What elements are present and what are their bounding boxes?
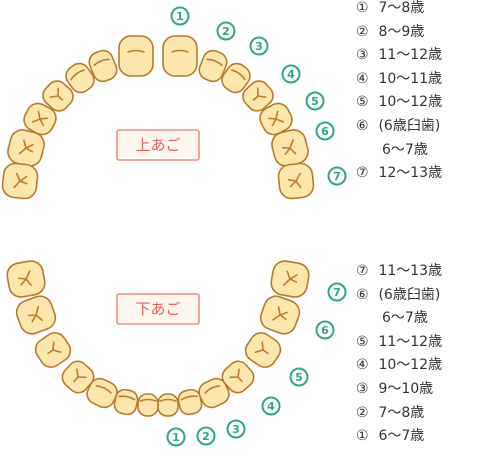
legend-upper-4: ④ 10〜11歳 <box>356 70 443 87</box>
upper-tooth-1-right <box>162 35 198 77</box>
upper-tooth-5-right <box>259 102 293 136</box>
svg-text:7: 7 <box>333 170 341 183</box>
upper-tooth-4-left <box>42 80 74 112</box>
legend-upper-2: ② 8〜9歳 <box>356 23 425 40</box>
legend-lower-5: ⑤ 11〜12歳 <box>356 333 443 350</box>
lower-tooth-1-right <box>157 393 179 417</box>
upper-tooth-2-left <box>88 49 118 83</box>
upper-tooth-number-5: 5 <box>305 91 325 111</box>
legend-upper-6-age: 6〜7歳 <box>382 141 428 158</box>
lower-tooth-5-right <box>244 332 282 368</box>
svg-text:5: 5 <box>295 371 303 384</box>
lower-tooth-7-right <box>270 260 310 298</box>
svg-text:7: 7 <box>333 286 341 299</box>
lower-tooth-3-right <box>198 377 230 409</box>
lower-tooth-number-4: 4 <box>261 396 281 416</box>
svg-text:5: 5 <box>311 95 319 108</box>
upper-teeth-arch <box>1 35 315 200</box>
upper-tooth-number-3: 3 <box>249 36 269 56</box>
legend-lower-1: ① 6〜7歳 <box>356 428 425 445</box>
svg-text:4: 4 <box>287 68 295 81</box>
lower-jaw-label-text: 下あご <box>135 300 180 318</box>
svg-text:4: 4 <box>267 400 275 413</box>
svg-text:3: 3 <box>255 40 263 53</box>
lower-tooth-2-right <box>177 388 203 416</box>
legend-lower-6-age: 6〜7歳 <box>382 310 428 327</box>
upper-tooth-6-right <box>271 129 309 167</box>
lower-jaw-label: 下あご <box>116 293 200 325</box>
lower-tooth-number-1: 1 <box>166 427 186 447</box>
lower-tooth-number-7: 7 <box>327 282 347 302</box>
lower-tooth-6-left <box>15 295 57 335</box>
upper-tooth-4-right <box>242 80 274 112</box>
lower-teeth-arch <box>6 260 310 417</box>
upper-tooth-3-right <box>221 62 251 94</box>
svg-text:6: 6 <box>321 125 329 138</box>
upper-tooth-2-right <box>198 49 228 83</box>
lower-tooth-6-right <box>259 295 301 335</box>
svg-text:1: 1 <box>172 431 180 444</box>
upper-tooth-7-right <box>277 162 315 200</box>
svg-text:6: 6 <box>321 324 329 337</box>
legend-upper-6: ⑥ (6歳臼歯) <box>356 117 441 134</box>
legend-lower-4: ④ 10〜12歳 <box>356 357 443 374</box>
lower-eruption-legend: ⑦ 11〜13歳 ⑥ (6歳臼歯) 6〜7歳 ⑤ 11〜12歳 ④ 10〜12歳… <box>356 260 442 449</box>
upper-tooth-number-4: 4 <box>281 64 301 84</box>
lower-tooth-2-left <box>113 388 139 416</box>
svg-text:2: 2 <box>202 430 210 443</box>
svg-text:3: 3 <box>232 423 240 436</box>
lower-tooth-7-left <box>6 260 46 298</box>
upper-eruption-legend: ① 7〜8歳 ② 8〜9歳 ③ 11〜12歳 ④ 10〜11歳 ⑤ 10〜12歳… <box>356 0 442 186</box>
lower-tooth-4-right <box>221 360 255 394</box>
lower-tooth-number-2: 2 <box>196 426 216 446</box>
lower-tooth-number-6: 6 <box>315 320 335 340</box>
upper-tooth-number-7: 7 <box>327 166 347 186</box>
legend-lower-3: ③ 9〜10歳 <box>356 380 434 397</box>
upper-tooth-number-2: 2 <box>216 21 236 41</box>
legend-lower-7: ⑦ 11〜13歳 <box>356 263 443 279</box>
legend-upper-5: ⑤ 10〜12歳 <box>356 94 443 111</box>
upper-tooth-1-left <box>118 35 154 77</box>
lower-tooth-3-left <box>86 377 118 409</box>
upper-tooth-number-1: 1 <box>170 6 190 26</box>
svg-text:2: 2 <box>222 25 230 38</box>
upper-tooth-7-left <box>1 162 39 200</box>
upper-tooth-number-6: 6 <box>315 121 335 141</box>
upper-tooth-3-left <box>65 62 95 94</box>
upper-tooth-5-left <box>23 102 57 136</box>
legend-lower-2: ② 7〜8歳 <box>356 404 425 421</box>
legend-lower-6: ⑥ (6歳臼歯) <box>356 286 441 303</box>
upper-jaw-label-text: 上あご <box>135 136 180 154</box>
lower-tooth-5-left <box>34 332 72 368</box>
lower-tooth-number-3: 3 <box>226 419 246 439</box>
lower-tooth-number-5: 5 <box>289 367 309 387</box>
upper-tooth-numbers: 1 2 3 4 5 6 7 <box>170 6 347 186</box>
lower-tooth-numbers: 1 2 3 4 5 6 7 <box>166 282 347 447</box>
lower-tooth-4-left <box>61 360 95 394</box>
upper-jaw-label: 上あご <box>116 129 200 161</box>
legend-upper-1: ① 7〜8歳 <box>356 0 425 16</box>
svg-text:1: 1 <box>176 10 184 23</box>
legend-upper-3: ③ 11〜12歳 <box>356 47 443 64</box>
legend-upper-7: ⑦ 12〜13歳 <box>356 165 443 182</box>
lower-tooth-1-left <box>137 393 159 417</box>
